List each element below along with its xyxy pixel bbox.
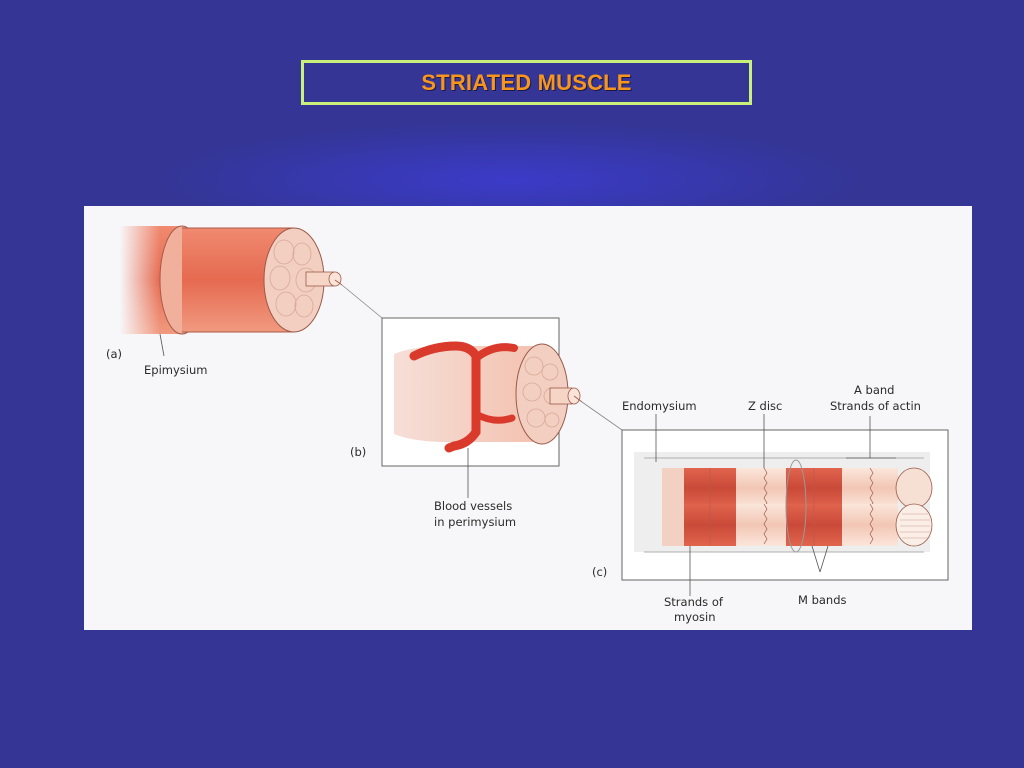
panel-a-letter: (a) [106,347,122,361]
panel-c-myofibrils: Endomysium Z disc A band Strands of acti… [592,383,949,624]
muscle-fade [120,226,160,334]
blood-vessels-label-2: in perimysium [434,515,516,529]
strands-of-myosin-label-2: myosin [674,610,716,624]
title-box: STRIATED MUSCLE [301,60,752,105]
blood-vessel-3 [472,410,516,424]
strands-of-myosin-label-1: Strands of [664,595,724,609]
zoom-line-a [341,284,383,319]
slide-title: STRIATED MUSCLE [421,69,632,95]
myofibril-lower-stripes [709,504,815,546]
strands-of-actin-label: Strands of actin [830,399,921,413]
myofilament-ends [900,513,930,539]
m-bands-leader-1 [811,545,821,573]
z-disc-label: Z disc [748,399,782,413]
m-bands-leader-2 [819,545,829,573]
m-bands-label: M bands [798,593,847,607]
zoom-line-b [581,401,623,431]
myofibril-upper [662,467,933,509]
panel-b-letter: (b) [350,445,366,459]
panel-c-letter: (c) [592,565,607,579]
muscle-diagram-panel: (a) Epimysium [84,206,972,630]
muscle-diagram: (a) Epimysium [106,225,949,624]
blood-vessel-2 [472,343,518,362]
myofibril-lower [662,503,933,547]
a-band-label: A band [854,383,894,397]
blood-vessel-1 [409,341,481,453]
fibre-outlines [522,356,561,428]
background-glow [150,120,870,206]
epimysium-label: Epimysium [144,363,207,377]
blood-vessels-label-1: Blood vessels [434,499,512,513]
panel-a-whole-muscle: (a) Epimysium [106,225,383,377]
fascicle-outlines [269,239,317,318]
panel-b-fascicle: (b) Blood vessels in perimysium [350,317,623,529]
myofibril-upper-stripes [709,468,815,508]
endomysium-label: Endomysium [622,399,697,413]
epimysium-leader [159,333,165,357]
